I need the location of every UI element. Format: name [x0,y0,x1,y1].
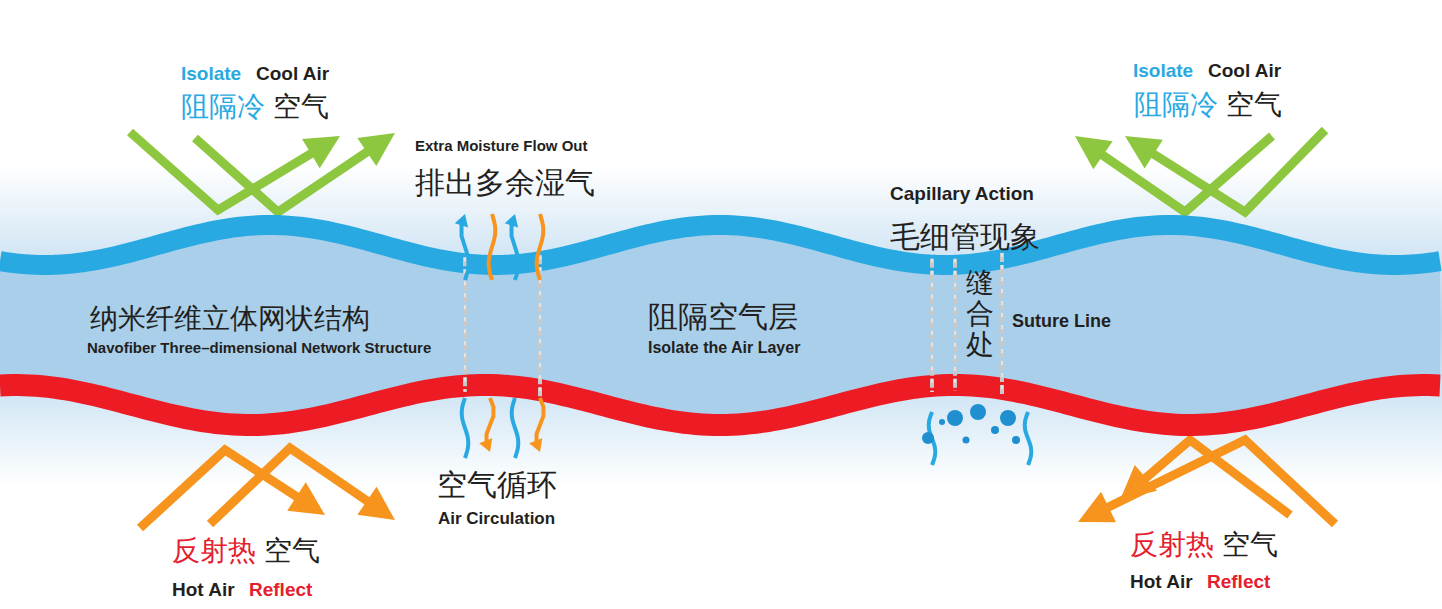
cool-air-arrow [1097,136,1272,212]
moisture-drop [1012,436,1020,444]
caption-label: Air Circulation [438,510,555,529]
circulation-arrow-head [529,438,542,452]
air-layer-fill [0,225,1440,425]
circulation-arrow [537,398,544,443]
stitch-thread [932,259,933,392]
caption-label: Extra Moisture Flow Out [415,138,588,155]
hot-air-arrow-head [287,482,325,515]
circulation-arrow-head [479,438,492,452]
caption-label: 反射热 [172,536,256,567]
stitch-thread [1002,253,1003,395]
caption-label: 空气 [1226,90,1282,121]
hot-air-arrow [210,448,373,524]
circulation-arrow [487,398,494,443]
hot-air-arrow-head [357,487,395,520]
caption-label: 空气 [1222,530,1278,561]
caption-label: 毛细管现象 [890,220,1040,253]
hot-air-arrow-head [1078,492,1116,523]
band-label: 阻隔空气层 [648,300,798,333]
circulation-tail [1025,412,1032,465]
caption-label: Isolate [181,64,241,85]
moisture-drop [947,410,963,426]
hot-air-arrow [1141,440,1290,515]
cool-air-arrow-head [1075,136,1113,169]
caption-label: Isolate [1133,61,1193,82]
moisture-drop [970,404,986,420]
cool-air-arrow-head [1125,136,1163,169]
stitch-line [930,259,934,392]
cool-air-arrow-head [302,136,340,168]
caption-label: 空气 [273,92,329,123]
circulation-arrow-head [455,214,468,228]
cool-air-arrow [130,132,317,210]
band-label: Isolate the Air Layer [648,339,800,357]
hot-air-arrow-head [1120,465,1157,500]
moisture-drop [963,437,970,444]
caption-label: Capillary Action [890,184,1034,205]
moisture-drop [991,426,999,434]
moisture-drop [1000,410,1016,426]
caption-label: Reflect [1207,572,1270,593]
stitch-thread [955,259,956,391]
outer-fabric-layer [0,225,1440,265]
caption-label: 反射热 [1130,530,1214,561]
circulation-tail [537,214,544,280]
circulation-arrow [512,223,519,280]
inner-fabric-layer [0,385,1440,425]
circulation-tail [462,398,469,458]
caption-label: Hot Air [1130,572,1193,593]
band-label: Suture Line [1012,312,1111,332]
hot-air-arrow [1102,440,1335,524]
caption-label: Cool Air [1208,61,1281,82]
band-label: 纳米纤维立体网状结构 [90,304,370,335]
caption-label: Cool Air [256,64,329,85]
stitch-line [1000,253,1004,395]
circulation-tail [489,214,496,280]
air-layer-band: 纳米纤维立体网状结构 Navofiber Three–dimensional Ne… [0,190,1442,460]
cool-air-arrow-head [357,133,395,166]
cool-air-arrow [195,138,372,212]
moisture-drop [939,419,945,425]
caption-label: Hot Air [172,580,235,601]
circulation-tail [512,398,519,458]
caption-label: 阻隔冷 [181,92,265,123]
circulation-arrow [462,223,469,280]
band-label: Navofiber Three–dimensional Network Stru… [87,340,431,357]
caption-label: 排出多余湿气 [415,166,595,199]
moisture-drop [922,432,934,444]
stitch-line [953,259,957,391]
caption-label: Reflect [249,580,312,601]
caption-label: 空气 [264,536,320,567]
caption-label: 空气循环 [437,468,557,501]
vertical-label: 缝合处 [966,268,994,360]
caption-label: 阻隔冷 [1134,90,1218,121]
circulation-arrow-head [505,214,518,228]
